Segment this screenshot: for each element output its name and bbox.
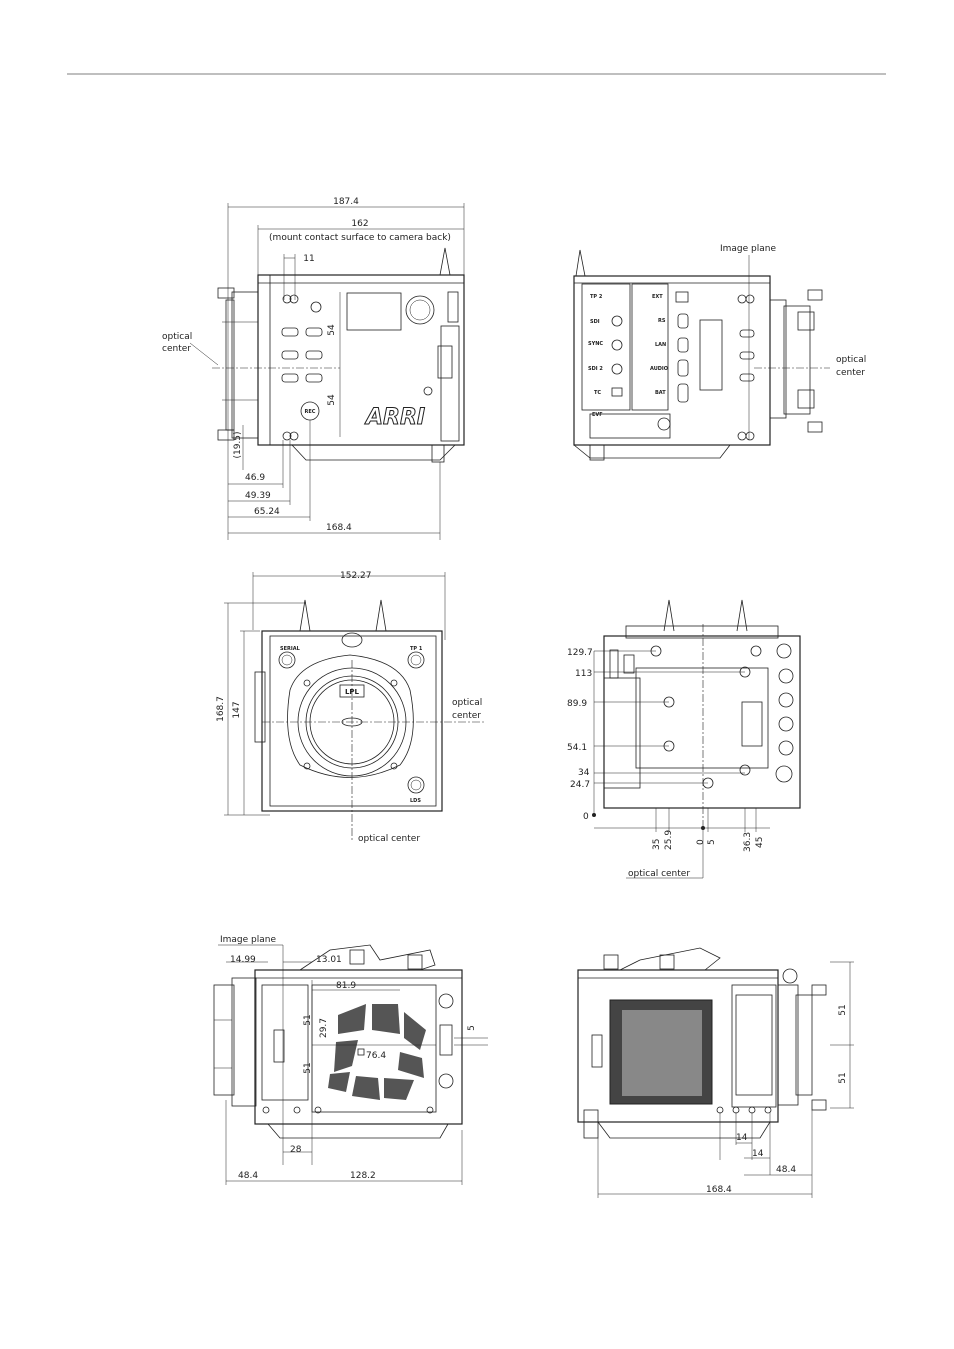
- svg-text:48.4: 48.4: [238, 1171, 258, 1181]
- svg-text:TC: TC: [594, 390, 601, 396]
- dim-65-24: 65.24: [254, 507, 280, 517]
- label-optical: optical: [162, 332, 192, 342]
- rear-bottom-dimensions: 35 25.9 0 5 36.3 45: [594, 808, 770, 852]
- svg-text:24.7: 24.7: [570, 780, 590, 790]
- view-top: Image plane 76.4: [213, 935, 488, 1185]
- label-optical-center-bottom: optical center: [358, 834, 420, 844]
- svg-text:BAT: BAT: [655, 390, 666, 396]
- label-optical: optical: [452, 698, 482, 708]
- svg-text:81.9: 81.9: [336, 981, 356, 991]
- dim-168-7: 168.7: [216, 696, 226, 722]
- label-center: center: [836, 368, 865, 378]
- dim-54-lower: 54: [327, 394, 337, 406]
- view-front: 152.27 168.7 147 SERIAL TP 1 LDS LPL: [216, 571, 484, 844]
- svg-text:EXT: EXT: [652, 294, 663, 300]
- svg-text:SYNC: SYNC: [588, 341, 603, 347]
- label-center: center: [452, 711, 481, 721]
- dim-note: (mount contact surface to camera back): [269, 233, 451, 243]
- svg-text:51: 51: [303, 1062, 313, 1073]
- label-image-plane: Image plane: [720, 244, 776, 254]
- brand-logo: ARRI: [364, 405, 425, 430]
- dim-mount-to-back: 162: [351, 219, 368, 229]
- svg-text:LDS: LDS: [410, 798, 421, 804]
- view-side-left: 187.4 162 (mount contact surface to came…: [162, 197, 465, 540]
- view-rear: 129.7 113 89.9 54.1 34 24.7 0 35 25.9 0 …: [567, 599, 801, 879]
- view-side-right: TP 2 SDI SYNC SDI 2 TC EXT RS LAN AUDIO …: [573, 244, 866, 461]
- svg-text:29.7: 29.7: [319, 1018, 329, 1038]
- lds-connector: [407, 776, 425, 794]
- svg-text:25.9: 25.9: [664, 830, 674, 850]
- svg-text:5: 5: [707, 839, 717, 845]
- dim-152-27: 152.27: [340, 571, 372, 581]
- svg-text:51: 51: [838, 1004, 848, 1015]
- svg-text:48.4: 48.4: [776, 1165, 796, 1175]
- svg-text:128.2: 128.2: [350, 1171, 376, 1181]
- svg-text:AUDIO: AUDIO: [650, 366, 668, 372]
- dim-168-4: 168.4: [326, 523, 352, 533]
- svg-text:51: 51: [303, 1014, 313, 1025]
- svg-text:5: 5: [467, 1025, 477, 1031]
- tp1-connector: [407, 651, 425, 669]
- svg-text:SERIAL: SERIAL: [280, 646, 301, 652]
- svg-text:TP 2: TP 2: [590, 294, 603, 300]
- svg-text:51: 51: [838, 1072, 848, 1083]
- dim-54-upper: 54: [327, 324, 337, 336]
- dim-76-4: 76.4: [366, 1051, 386, 1061]
- svg-text:89.9: 89.9: [567, 699, 587, 709]
- svg-text:0: 0: [583, 812, 589, 822]
- svg-text:14: 14: [752, 1149, 764, 1159]
- button-grid: [281, 327, 323, 383]
- dim-11: 11: [303, 254, 314, 264]
- svg-text:14: 14: [736, 1133, 748, 1143]
- svg-text:113: 113: [575, 669, 592, 679]
- svg-text:168.4: 168.4: [706, 1185, 732, 1195]
- svg-text:28: 28: [290, 1145, 302, 1155]
- svg-text:14.99: 14.99: [230, 955, 256, 965]
- rear-left-dimensions: 129.7 113 89.9 54.1 34 24.7 0: [567, 648, 745, 822]
- serial-connector: [278, 651, 296, 669]
- view-bottom: 51 51 14 14 48.4 168.4: [577, 947, 854, 1198]
- svg-text:REC: REC: [305, 409, 316, 415]
- svg-text:0: 0: [696, 839, 706, 845]
- svg-text:SDI 2: SDI 2: [588, 366, 603, 372]
- svg-text:13.01: 13.01: [316, 955, 342, 965]
- svg-text:SDI: SDI: [590, 319, 600, 325]
- connector-block: TP 2 SDI SYNC SDI 2 TC EXT RS LAN AUDIO …: [588, 291, 689, 418]
- svg-text:36.3: 36.3: [743, 832, 753, 852]
- svg-text:TP 1: TP 1: [410, 646, 423, 652]
- svg-text:34: 34: [578, 768, 590, 778]
- dim-19-5: (19.5): [233, 431, 243, 458]
- label-optical-center: optical center: [628, 869, 690, 879]
- svg-text:54.1: 54.1: [567, 743, 587, 753]
- label-optical: optical: [836, 355, 866, 365]
- svg-text:RS: RS: [658, 318, 666, 324]
- label-center: center: [162, 344, 191, 354]
- dim-46-9: 46.9: [245, 473, 265, 483]
- svg-text:LAN: LAN: [655, 342, 666, 348]
- dim-overall-length: 187.4: [333, 197, 359, 207]
- vent-grille: [328, 1004, 426, 1100]
- vent-mesh: [609, 999, 713, 1105]
- dim-147: 147: [232, 701, 242, 718]
- label-image-plane: Image plane: [220, 935, 276, 945]
- svg-text:45: 45: [755, 837, 765, 848]
- svg-text:EVF: EVF: [592, 412, 603, 418]
- dim-49-39: 49.39: [245, 491, 271, 501]
- svg-text:35: 35: [652, 839, 662, 850]
- svg-text:129.7: 129.7: [567, 648, 593, 658]
